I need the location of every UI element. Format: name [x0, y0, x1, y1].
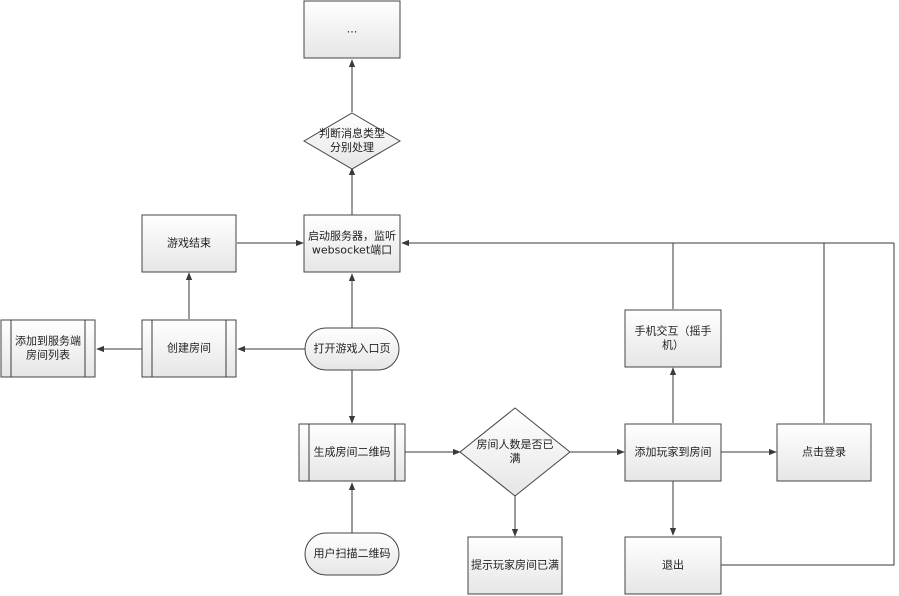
label-line: 判断消息类型 [319, 126, 385, 140]
label-line: 分别处理 [330, 141, 374, 154]
label-line: 添加玩家到房间 [635, 445, 712, 459]
label-line: websocket端口 [312, 244, 392, 257]
node-ellipsis-text: ... [347, 23, 358, 36]
node-add-player-text: 添加玩家到房间 [635, 445, 712, 459]
label-line: 启动服务器，监听 [308, 230, 396, 243]
node-create-room-text: 创建房间 [167, 341, 211, 355]
label-line: 生成房间二维码 [314, 445, 391, 459]
node-ellipsis: ... [303, 0, 401, 59]
node-add-server-list-text: 添加到服务端房间列表 [15, 334, 81, 362]
node-create-room: 创建房间 [141, 319, 237, 378]
node-phone-interact-text: 手机交互（摇手机） [635, 324, 712, 352]
label-line: 手机交互（摇手 [635, 324, 712, 338]
node-gen-qr: 生成房间二维码 [298, 423, 406, 482]
node-exit: 退出 [624, 536, 722, 595]
edge-exit-loop [721, 243, 895, 566]
label-line: 机） [662, 338, 684, 352]
node-phone-interact: 手机交互（摇手机） [624, 309, 722, 368]
node-tip-room-full-text: 提示玩家房间已满 [471, 558, 559, 572]
node-judge-text: 判断消息类型分别处理 [319, 126, 385, 154]
node-open-entry: 打开游戏入口页 [304, 327, 400, 371]
label-line: 游戏结束 [167, 237, 211, 250]
label-line: ... [347, 23, 358, 36]
node-user-scan-text: 用户扫描二维码 [314, 546, 391, 560]
node-game-over-text: 游戏结束 [167, 237, 211, 250]
node-open-entry-text: 打开游戏入口页 [314, 341, 391, 355]
label-line: 房间人数是否已 [477, 438, 554, 451]
node-click-login: 点击登录 [776, 423, 872, 482]
label-line: 点击登录 [802, 445, 846, 459]
node-room-full-text: 房间人数是否已满 [477, 438, 554, 465]
label-line: 创建房间 [167, 341, 211, 355]
label-line: 提示玩家房间已满 [471, 558, 559, 572]
label-line: 房间列表 [26, 348, 70, 362]
label-line: 打开游戏入口页 [314, 341, 391, 355]
node-judge-decision: 判断消息类型分别处理 [303, 112, 401, 170]
label-line: 满 [510, 452, 521, 465]
label-line: 用户扫描二维码 [314, 546, 391, 560]
node-game-over: 游戏结束 [141, 214, 237, 273]
node-gen-qr-text: 生成房间二维码 [314, 445, 391, 459]
node-tip-room-full: 提示玩家房间已满 [467, 536, 563, 595]
node-exit-text: 退出 [662, 558, 684, 572]
node-click-login-text: 点击登录 [802, 445, 846, 459]
edges [96, 59, 895, 566]
node-room-full-decision: 房间人数是否已满 [459, 407, 571, 497]
label-line: 退出 [662, 558, 684, 572]
label-line: 添加到服务端 [15, 334, 81, 348]
node-user-scan: 用户扫描二维码 [304, 532, 400, 576]
node-add-server-list: 添加到服务端房间列表 [0, 319, 96, 378]
node-add-player: 添加玩家到房间 [624, 423, 722, 482]
